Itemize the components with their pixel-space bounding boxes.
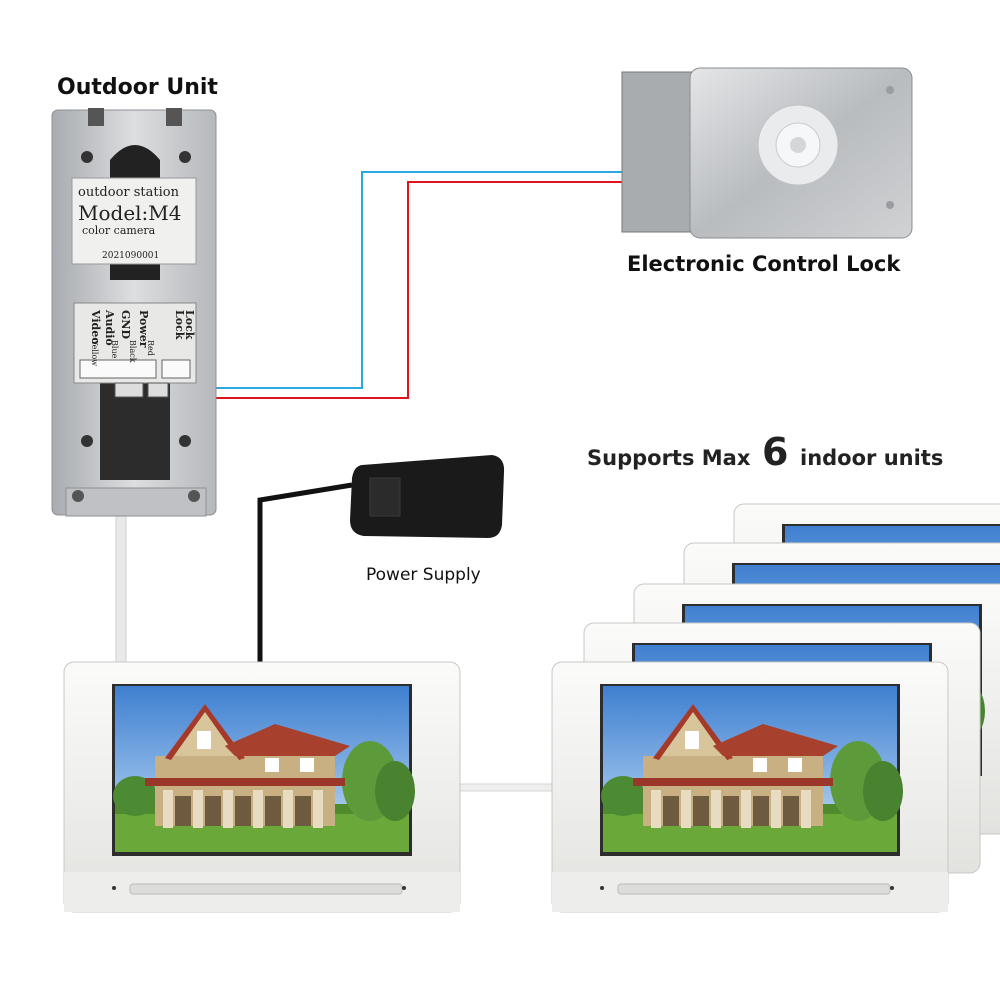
supports-prefix: Supports Max [587, 446, 751, 470]
red-lock-wire [190, 181, 628, 399]
terminal-label: Video [89, 309, 102, 345]
panel-station-text: outdoor station [78, 185, 180, 200]
panel-serial-text: 2021090001 [102, 251, 159, 261]
power-supply-label: Power Supply [366, 565, 481, 585]
supports-suffix: indoor units [800, 446, 944, 470]
wire-color-label: Red [146, 340, 155, 356]
blue-lock-wire [190, 171, 628, 389]
power-cable [257, 482, 353, 662]
terminal-label: Power [137, 310, 150, 348]
terminal-label: GND [119, 310, 132, 339]
wire-color-label: Blue [110, 340, 119, 359]
outdoor-unit [51, 108, 217, 517]
power-adapter [350, 455, 505, 538]
electronic-lock-label: Electronic Control Lock [627, 252, 901, 276]
supports-count: 6 [761, 430, 789, 474]
terminal-label: Lock [173, 310, 186, 340]
outdoor-unit-label: Outdoor Unit [57, 75, 218, 100]
supports-max-label: Supports Max 6 indoor units [587, 430, 943, 474]
electronic-lock [621, 67, 913, 239]
outdoor-monitor-cable [115, 499, 127, 663]
wire-color-label: Yellow [90, 339, 99, 366]
wire-color-label: Black [128, 340, 137, 363]
panel-model-text: Model:M4 [78, 201, 182, 225]
terminal-label: Audio [103, 309, 116, 346]
indoor-monitor-front [551, 661, 949, 913]
indoor-monitor-main [63, 661, 461, 913]
terminal-label: Lock [183, 310, 196, 340]
panel-camera-text: color camera [82, 224, 156, 237]
monitor-link-cable [459, 783, 559, 792]
